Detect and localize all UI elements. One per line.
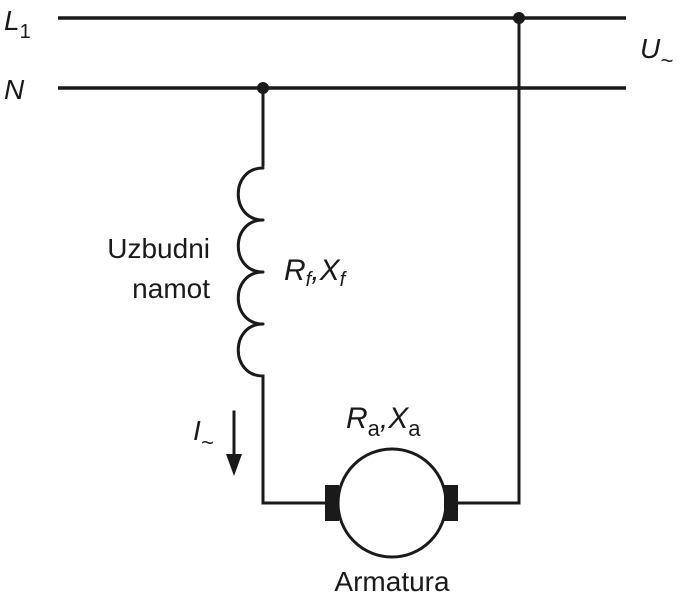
field-winding-label-line2: namot <box>132 273 210 304</box>
l1-to-armature-wire <box>453 16 521 505</box>
current-label: I~ <box>193 415 214 455</box>
supply-voltage-label: U~ <box>640 33 673 73</box>
current-arrow-head <box>226 454 242 476</box>
armature-brush-left <box>325 485 339 521</box>
field-winding-label-line1: Uzbudni <box>107 233 210 264</box>
armature-params-label: Ra,Xa <box>346 402 421 441</box>
armature-label: Armatura <box>334 566 450 597</box>
armature-rotor <box>336 447 448 559</box>
field-winding-coil <box>236 166 265 378</box>
armature-brush-right <box>444 485 458 521</box>
line-l1-label: L1 <box>4 5 31 43</box>
field-params-label: Rf,Xf <box>284 254 348 291</box>
field-to-armature-wire <box>261 374 329 505</box>
neutral-label: N <box>4 74 25 105</box>
